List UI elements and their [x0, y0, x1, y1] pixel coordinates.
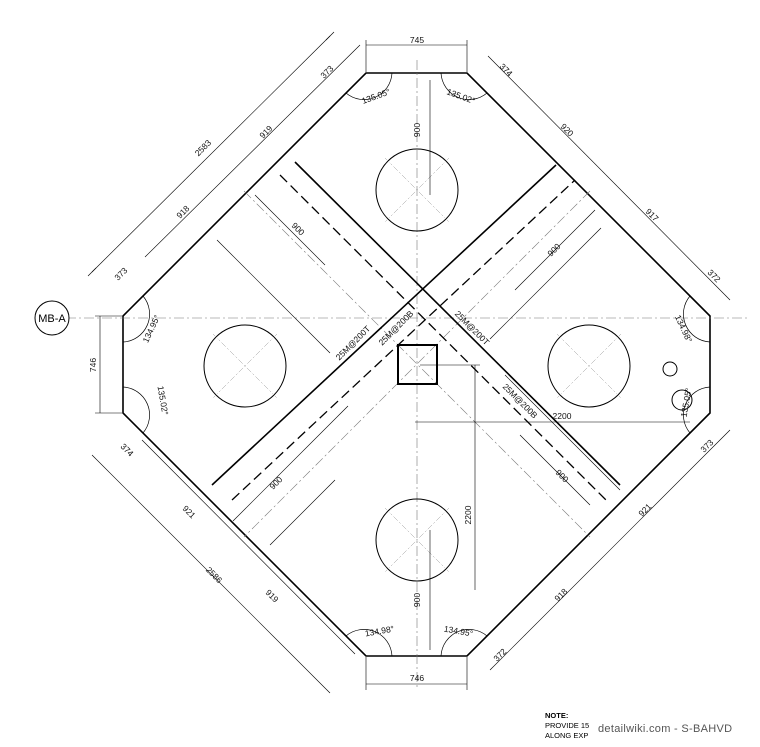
- dim-left-height: 746: [88, 358, 98, 372]
- dimension-labels: 745 746 746 2583 373 919 918 373 374 920…: [88, 35, 723, 683]
- dim-pile-spacing-ul: 900: [290, 220, 307, 237]
- dim-pile-spacing-bottom: 900: [412, 593, 422, 607]
- dim-ul-seg3: 918: [174, 203, 191, 220]
- note-heading: NOTE:: [545, 711, 569, 720]
- dim-pile-spacing-ll: 900: [267, 474, 284, 491]
- pile-right: [547, 324, 631, 408]
- pile-cap-outline: [122, 72, 711, 657]
- dim-ll-seg2: 921: [181, 503, 198, 520]
- section-tag-label: MB-A: [38, 313, 66, 325]
- dim-ul-seg4: 373: [112, 265, 129, 282]
- angle-labels: 135.05° 135.02° 134.95° 135.02° 134.98° …: [141, 86, 695, 638]
- pile-bottom: [375, 498, 459, 582]
- centerlines: [66, 60, 750, 690]
- dim-pile-spacing-ur: 900: [545, 241, 562, 258]
- piles: [203, 148, 693, 582]
- dim-ur-seg3: 917: [644, 206, 661, 223]
- pile-top: [375, 148, 459, 232]
- dim-pile-spacing-lr: 900: [554, 467, 571, 484]
- watermark: detailwiki.com - S-BAHVD: [596, 723, 735, 735]
- note-block: NOTE: PROVIDE 15 ALONG EXP: [545, 711, 589, 741]
- dim-pile-spacing-top: 900: [412, 123, 422, 137]
- dim-top-width: 745: [410, 35, 424, 45]
- note-line-1: PROVIDE 15: [545, 721, 590, 730]
- dim-ll-seg3: 919: [264, 587, 281, 604]
- dim-lr-seg4: 372: [491, 646, 508, 663]
- section-tag: MB-A: [34, 300, 70, 336]
- pile-left: [203, 324, 287, 408]
- dim-ur-seg1: 374: [498, 61, 515, 78]
- exterior-dim-lines: [87, 31, 731, 694]
- column: [397, 344, 438, 385]
- dim-ll-seg1: 374: [119, 441, 136, 458]
- small-opening-1: [662, 361, 678, 377]
- dim-ur-seg4: 372: [706, 267, 723, 284]
- angle-top-left: 135.05°: [360, 86, 391, 105]
- pile-crosshairs: [212, 157, 622, 573]
- dim-lr-seg3: 918: [552, 586, 569, 603]
- dim-bottom-width: 746: [410, 673, 424, 683]
- dim-ul-seg1: 373: [318, 63, 335, 80]
- rebar-lines: [211, 161, 621, 501]
- dim-col-offset-h: 2200: [553, 411, 572, 421]
- angle-left-bottom: 135.02°: [155, 385, 170, 416]
- note-line-2: ALONG EXP: [545, 731, 589, 740]
- dim-col-offset-v: 2200: [463, 505, 473, 524]
- pile-spacing-dim-lines: [216, 80, 690, 650]
- angle-arcs: [122, 72, 711, 657]
- dim-lr-seg1: 373: [698, 437, 715, 454]
- dim-ur-seg2: 920: [559, 121, 576, 138]
- rebar-label-1: 25M@200T: [334, 324, 373, 363]
- rebar-label-3: 25M@200T: [453, 309, 492, 348]
- angle-top-right: 135.02°: [445, 86, 476, 105]
- angle-bottom-right: 134.95°: [443, 624, 474, 639]
- dim-ul-seg2: 919: [257, 123, 274, 140]
- small-opening-2: [671, 389, 693, 411]
- angle-bottom-left: 134.98°: [364, 624, 395, 639]
- dim-ll-overall: 2586: [204, 565, 225, 586]
- dim-lr-seg2: 921: [636, 501, 653, 518]
